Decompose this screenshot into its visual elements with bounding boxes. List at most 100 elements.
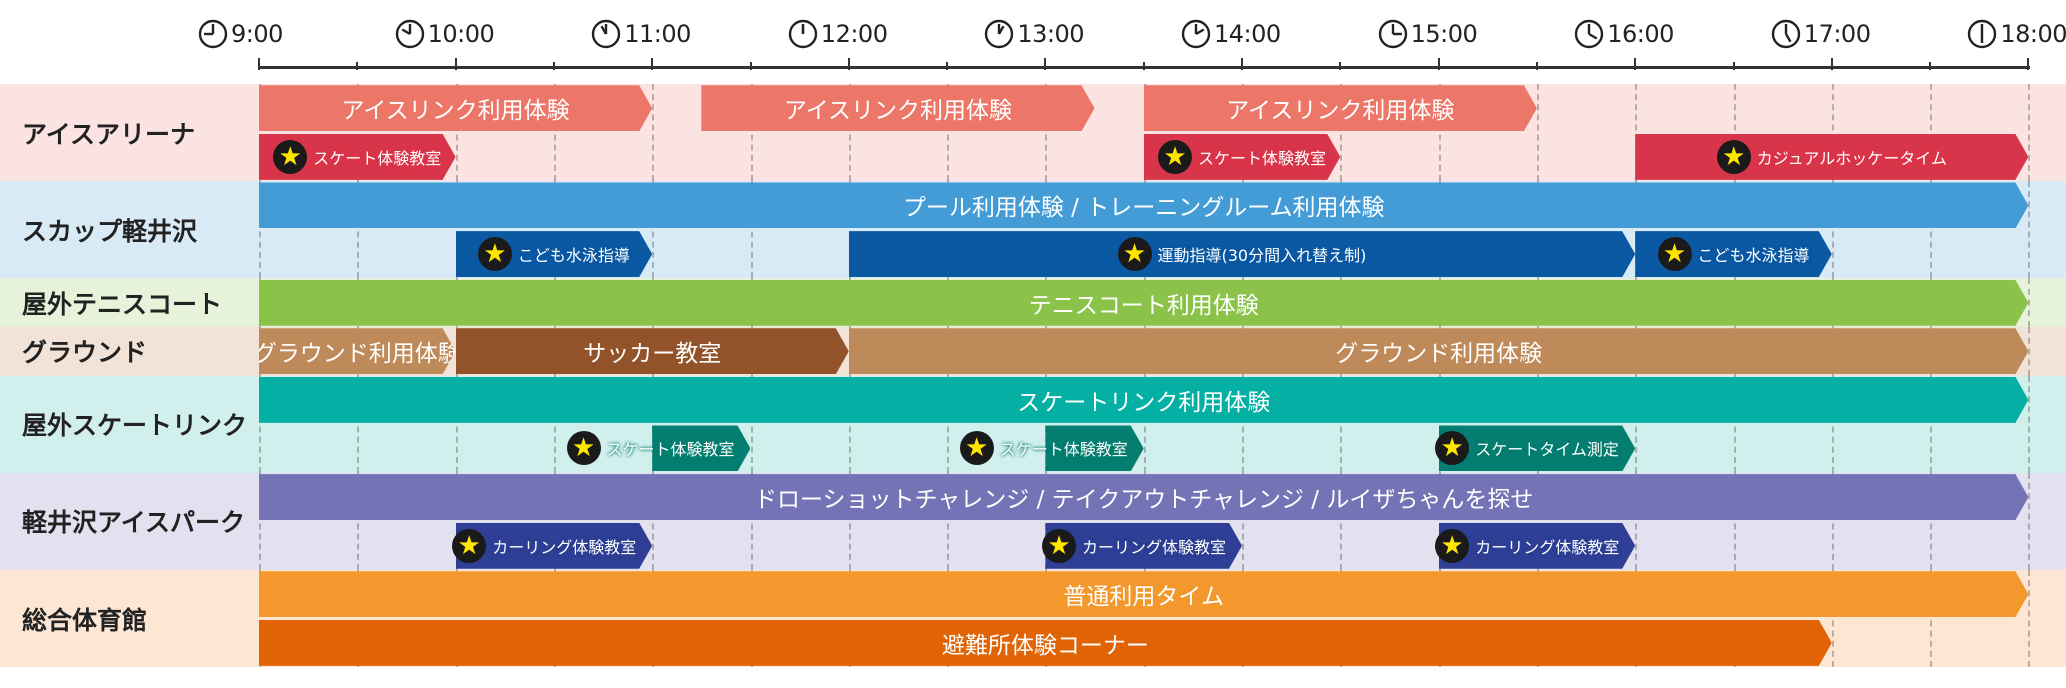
grid-line xyxy=(848,181,851,279)
clock-icon xyxy=(1181,19,1211,49)
venue-label: グラウンド xyxy=(22,338,148,368)
time-tick: 12:00 xyxy=(787,18,888,50)
grid-line xyxy=(1536,375,1539,473)
grid-line xyxy=(652,472,655,570)
event-bar[interactable]: サッカー教室 xyxy=(456,328,849,374)
event-bar[interactable] xyxy=(1045,523,1242,569)
event-label: スケート体験教室 xyxy=(1198,148,1327,168)
clock-icon xyxy=(985,19,1014,49)
venue-label: 屋外スケートリンク xyxy=(22,411,248,441)
featured-event-tag: ★スケート体験教室 xyxy=(1158,134,1326,180)
event-bar[interactable]: アイスリンク利用体験 xyxy=(1144,85,1537,131)
event-label: アイスリンク利用体験 xyxy=(783,98,1013,125)
event-bar[interactable]: グラウンド利用体験 xyxy=(259,328,456,374)
grid-line xyxy=(553,84,556,182)
featured-event-tag: ★カジュアルホッケータイム xyxy=(1716,134,1947,180)
event-bar[interactable] xyxy=(849,231,1635,277)
event-bar[interactable] xyxy=(1439,425,1636,471)
event-bar[interactable] xyxy=(652,425,750,471)
grid-line xyxy=(1340,181,1343,279)
event-bar[interactable]: 普通利用タイム xyxy=(259,571,2028,617)
grid-line xyxy=(1635,181,1638,279)
grid-line xyxy=(652,570,655,668)
event-bar[interactable]: プール利用体験 / トレーニングルーム利用体験 xyxy=(259,182,2028,228)
tick-mark xyxy=(651,58,654,70)
grid-line xyxy=(2028,327,2031,376)
event-bar[interactable]: テニスコート利用体験 xyxy=(259,280,2028,326)
grid-line xyxy=(1143,472,1146,570)
time-tick: 10:00 xyxy=(394,18,495,50)
event-label: スケート体験教室 xyxy=(999,440,1128,460)
time-tick-label: 17:00 xyxy=(1803,20,1871,48)
grid-line xyxy=(455,570,458,668)
featured-event-tag: ★こども水泳指導 xyxy=(1657,231,1810,277)
grid-line xyxy=(2028,84,2031,182)
event-bar[interactable] xyxy=(456,523,653,569)
grid-line xyxy=(1930,375,1933,473)
time-tick: 16:00 xyxy=(1573,18,1674,50)
grid-line xyxy=(1340,375,1343,473)
event-bar[interactable] xyxy=(1045,425,1143,471)
schedule-row: スカップ軽井沢プール利用体験 / トレーニングルーム利用体験★こども水泳指導★運… xyxy=(0,181,2066,279)
event-bar[interactable]: アイスリンク利用体験 xyxy=(259,85,652,131)
grid-line xyxy=(1340,84,1343,182)
grid-line xyxy=(259,472,261,570)
star-icon: ★ xyxy=(1435,528,1470,563)
grid-line xyxy=(1438,375,1441,473)
schedule-row: グラウンドグラウンド利用体験サッカー教室グラウンド利用体験 xyxy=(0,327,2066,376)
time-tick-label: 11:00 xyxy=(624,20,691,48)
time-tick-label: 12:00 xyxy=(820,20,888,48)
grid-line xyxy=(1045,181,1048,279)
venue-label: 屋外テニスコート xyxy=(22,289,223,319)
grid-line xyxy=(848,472,851,570)
event-bar[interactable]: ドローショットチャレンジ / テイクアウトチャレンジ / ルイザちゃんを探せ xyxy=(259,474,2028,520)
tick-mark xyxy=(258,58,260,70)
schedule-row: 屋外テニスコート テニスコート利用体験 xyxy=(0,278,2066,327)
event-bar[interactable]: 避難所体験コーナー xyxy=(259,620,1832,666)
featured-event-tag: ★カーリング体験教室 xyxy=(1042,523,1226,569)
time-tick-label: 15:00 xyxy=(1410,20,1478,48)
tick-mark xyxy=(454,58,457,70)
event-bar[interactable]: グラウンド利用体験 xyxy=(849,328,2029,374)
grid-line xyxy=(455,472,458,570)
featured-event-tag: ★こども水泳指導 xyxy=(477,231,630,277)
grid-line xyxy=(1340,570,1343,668)
star-icon: ★ xyxy=(1435,431,1470,466)
grid-line xyxy=(1143,375,1146,473)
event-bar[interactable] xyxy=(1439,523,1636,569)
grid-line xyxy=(1635,375,1638,473)
half-hour-tick-mark xyxy=(552,62,555,70)
grid-line xyxy=(848,84,851,182)
event-label: グラウンド利用体験 xyxy=(253,341,461,368)
star-icon: ★ xyxy=(1042,528,1076,563)
grid-line xyxy=(357,84,360,182)
event-label: グラウンド利用体験 xyxy=(1335,341,1543,368)
grid-line xyxy=(750,181,753,279)
grid-line xyxy=(1635,84,1638,182)
grid-line xyxy=(1438,570,1441,668)
event-label: こども水泳指導 xyxy=(517,246,630,266)
event-bar[interactable]: スケートリンク利用体験 xyxy=(259,377,2028,423)
tick-mark xyxy=(1241,58,1243,70)
event-bar[interactable] xyxy=(1635,134,2028,180)
tick-mark xyxy=(1634,58,1637,70)
clock-icon xyxy=(788,19,817,49)
time-tick-label: 13:00 xyxy=(1017,20,1085,48)
grid-line xyxy=(750,570,753,668)
time-tick-label: 9:00 xyxy=(231,20,283,48)
grid-line xyxy=(652,84,655,182)
venue-label: スカップ軽井沢 xyxy=(22,216,198,246)
event-bar[interactable]: アイスリンク利用体験 xyxy=(701,85,1094,131)
grid-line xyxy=(1733,375,1736,473)
grid-line xyxy=(357,375,360,473)
grid-line xyxy=(1930,181,1933,279)
grid-line xyxy=(357,472,360,570)
event-label: 避難所体験コーナー xyxy=(941,632,1149,659)
grid-line xyxy=(1242,375,1244,473)
half-hour-tick-mark xyxy=(1142,62,1145,70)
grid-line xyxy=(1340,472,1343,570)
event-label: 普通利用タイム xyxy=(1063,584,1224,611)
grid-line xyxy=(1831,375,1834,473)
grid-line xyxy=(259,570,261,668)
